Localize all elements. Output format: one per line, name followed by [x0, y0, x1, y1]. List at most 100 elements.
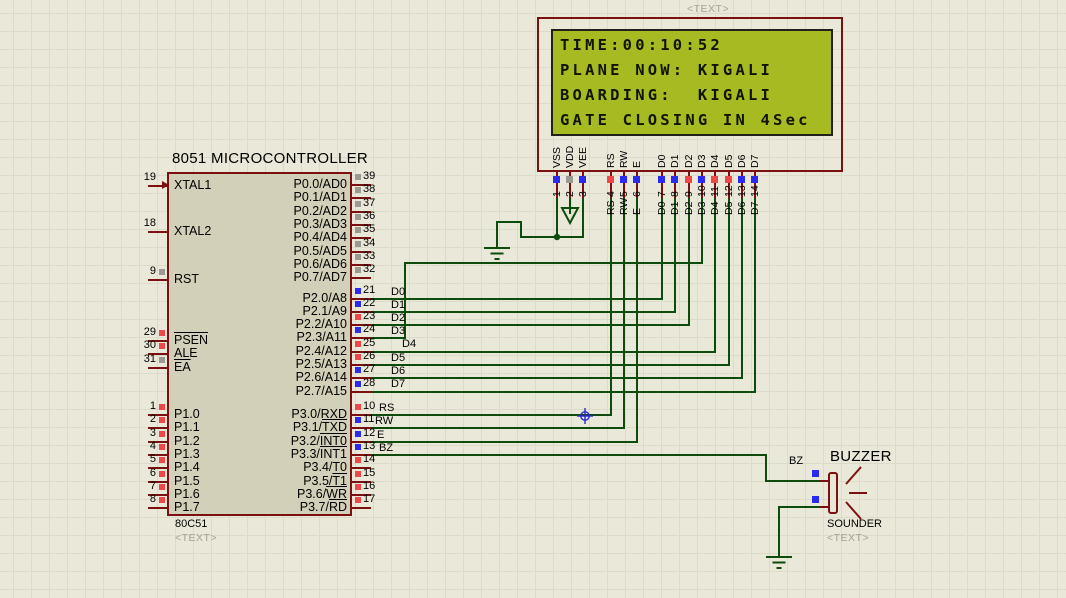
wire-d4[interactable]: [370, 198, 716, 353]
chip-pin-stub-13[interactable]: [352, 454, 371, 456]
wire-net-label-d0-0: D0: [391, 286, 406, 298]
lcd-pin-stub-8[interactable]: [674, 172, 676, 198]
chip-pin-stub-25[interactable]: [352, 351, 371, 353]
wire-d0[interactable]: [370, 198, 663, 300]
chip-pin-stub-11[interactable]: [352, 427, 371, 429]
lcd-pin-stub-6[interactable]: [636, 172, 638, 198]
buzzer-title: BUZZER: [830, 448, 892, 465]
wire-d2[interactable]: [370, 198, 690, 326]
lcd-pin-stub-11[interactable]: [714, 172, 716, 198]
wire-d3[interactable]: [370, 198, 703, 339]
pin-state-square: [159, 471, 165, 477]
wire-d6[interactable]: [370, 198, 743, 379]
chip-pin-stub-4[interactable]: [148, 454, 167, 456]
wire-bz[interactable]: [370, 454, 821, 482]
chip-pin-number: 13: [363, 440, 376, 452]
lcd-pin-stub-9[interactable]: [688, 172, 690, 198]
chip-pin-stub-3[interactable]: [148, 441, 167, 443]
chip-pin-stub-8[interactable]: [148, 507, 167, 509]
chip-pin-label-text: P2.5/A13: [295, 357, 347, 371]
chip-pin-stub-28[interactable]: [352, 391, 371, 393]
lcd-pin-number: 4: [605, 191, 617, 197]
lcd-pin-number: 14: [749, 185, 761, 197]
lcd-pin-stub-4[interactable]: [610, 172, 612, 198]
chip-pin-stub-16[interactable]: [352, 494, 371, 496]
chip-pin-label-text: P1.1: [174, 420, 200, 434]
wire-vee-gnd[interactable]: [496, 198, 584, 248]
chip-pin-label-text: P3.3/: [290, 447, 320, 461]
lcd-pin-stub-7[interactable]: [661, 172, 663, 198]
lcd-pin-stub-2[interactable]: [569, 172, 571, 198]
lcd-pin-stub-14[interactable]: [754, 172, 756, 198]
chip-pin-stub-38[interactable]: [352, 197, 371, 199]
chip-pin-label: P2.4/A12: [200, 345, 347, 358]
chip-pin-stub-15[interactable]: [352, 481, 371, 483]
chip-8051-body[interactable]: [167, 172, 352, 516]
chip-pin-number: 10: [363, 400, 376, 412]
chip-pin-stub-31[interactable]: [148, 367, 167, 369]
chip-pin-stub-6[interactable]: [148, 481, 167, 483]
pin-state-square: [355, 367, 361, 373]
lcd-pin-stub-13[interactable]: [741, 172, 743, 198]
lcd-pin-stub-10[interactable]: [701, 172, 703, 198]
lcd-pin-name: RS: [605, 153, 617, 168]
chip-pin-stub-37[interactable]: [352, 211, 371, 213]
chip-pin-stub-23[interactable]: [352, 324, 371, 326]
power-terminal-vdd[interactable]: [560, 207, 580, 226]
buzzer-pin-stub-1[interactable]: [820, 480, 829, 482]
wire-net-label-d6-6: D6: [391, 365, 406, 377]
chip-pin-label-text: PSEN: [174, 333, 209, 347]
chip-pin-stub-26[interactable]: [352, 364, 371, 366]
chip-pin-stub-2[interactable]: [148, 427, 167, 429]
chip-pin-label-text: P1.5: [174, 474, 200, 488]
chip-pin-stub-5[interactable]: [148, 467, 167, 469]
chip-pin-number: 12: [363, 427, 376, 439]
wire-rw[interactable]: [370, 198, 625, 429]
chip-pin-stub-10[interactable]: [352, 414, 371, 416]
chip-pin-stub-39[interactable]: [352, 184, 371, 186]
wire-buzzer-gnd[interactable]: [778, 506, 821, 557]
wire-e[interactable]: [370, 198, 638, 443]
chip-pin-label-text: P3.4/T0: [303, 460, 347, 474]
chip-pin-stub-9[interactable]: [148, 279, 167, 281]
chip-pin-stub-21[interactable]: [352, 298, 371, 300]
lcd-pin-stub-1[interactable]: [556, 172, 558, 198]
chip-pin-stub-19[interactable]: [148, 185, 167, 187]
chip-pin-stub-18[interactable]: [148, 231, 167, 233]
wire-rs[interactable]: [370, 198, 612, 416]
wire-d1[interactable]: [370, 198, 676, 313]
chip-pin-stub-24[interactable]: [352, 337, 371, 339]
chip-pin-stub-33[interactable]: [352, 264, 371, 266]
chip-pin-number: 29: [143, 326, 156, 338]
chip-pin-label: P3.1/TXD: [200, 421, 347, 434]
lcd-pin-stub-3[interactable]: [582, 172, 584, 198]
chip-pin-label-text: EA: [174, 360, 191, 374]
lcd-screen-line-2: PLANE NOW: KIGALI: [560, 61, 774, 79]
chip-pin-stub-14[interactable]: [352, 467, 371, 469]
chip-pin-label: P3.6/WR: [200, 488, 347, 501]
chip-pin-stub-17[interactable]: [352, 507, 371, 509]
chip-pin-stub-34[interactable]: [352, 251, 371, 253]
chip-pin-stub-35[interactable]: [352, 237, 371, 239]
wire-d5[interactable]: [370, 198, 730, 366]
chip-pin-stub-36[interactable]: [352, 224, 371, 226]
pin-state-square: [355, 444, 361, 450]
wire-d7[interactable]: [370, 198, 756, 393]
chip-pin-stub-7[interactable]: [148, 494, 167, 496]
lcd-pin-stub-12[interactable]: [728, 172, 730, 198]
buzzer-body[interactable]: [828, 472, 838, 514]
lcd-pin-stub-5[interactable]: [623, 172, 625, 198]
chip-pin-stub-29[interactable]: [148, 340, 167, 342]
chip-pin-stub-27[interactable]: [352, 377, 371, 379]
chip-pin-stub-32[interactable]: [352, 277, 371, 279]
lcd-pin-number: 3: [577, 191, 589, 197]
lcd-wire-label: E: [631, 207, 643, 215]
chip-pin-stub-1[interactable]: [148, 414, 167, 416]
chip-pin-label: P2.6/A14: [200, 371, 347, 384]
chip-pin-stub-22[interactable]: [352, 311, 371, 313]
lcd-module-body[interactable]: [537, 17, 843, 172]
chip-pin-stub-30[interactable]: [148, 353, 167, 355]
buzzer-pin-stub-2[interactable]: [820, 506, 829, 508]
chip-pin-stub-12[interactable]: [352, 441, 371, 443]
